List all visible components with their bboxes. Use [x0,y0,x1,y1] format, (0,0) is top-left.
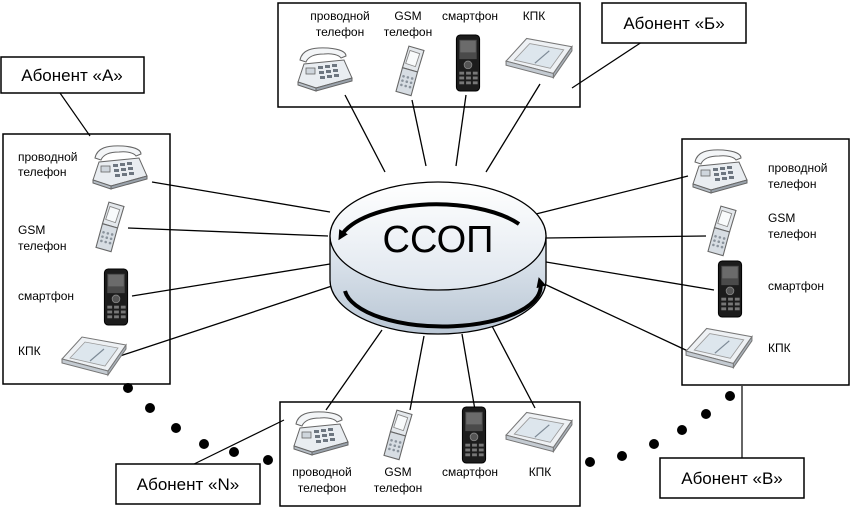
link-n-gsm [409,335,425,411]
b-smartphone-label: смартфон [442,9,498,23]
v-wired-label-1: проводной [768,161,828,175]
subscriber-box-n [279,401,581,507]
flip-phone-icon [95,201,125,253]
subscriber-box-v [681,138,850,386]
a-wired-label-1: проводной [18,150,78,164]
desk-phone-icon [297,47,353,92]
a-pda-label: КПК [18,344,41,358]
link-a-wired [151,181,331,213]
link-b-pda [485,83,541,173]
desk-phone-icon [293,411,349,456]
flip-phone-icon [383,409,413,461]
n-gsm-label-2: телефон [374,481,423,495]
pda-icon [505,411,573,453]
continuation-dots-left [123,383,273,465]
a-gsm-label-2: телефон [18,239,67,253]
link-v-wired [535,175,689,215]
v-wired-label-2: телефон [768,177,817,191]
v-smartphone-label: смартфон [768,279,824,293]
smartphone-icon [461,406,487,464]
n-wired-label-1: проводной [292,465,352,479]
smartphone-icon [455,34,481,92]
a-gsm-label-1: GSM [18,223,45,237]
callout-b-text: Абонент «Б» [623,14,724,33]
b-gsm-label-1: GSM [394,9,421,23]
callout-v-text: Абонент «В» [681,469,783,488]
b-gsm-label-2: телефон [384,25,433,39]
link-b-wired [344,94,386,173]
flip-phone-icon [707,205,737,257]
n-wired-label-2: телефон [298,481,347,495]
callout-b: Абонент «Б» [601,2,747,44]
smartphone-icon [717,260,743,318]
link-b-gsm [411,99,427,167]
subscriber-n-devices: проводной телефон GSM телефон смартфон К… [292,406,573,495]
hub-label: ССОП [383,219,494,261]
pda-icon [505,37,573,79]
v-gsm-label-2: телефон [768,227,817,241]
link-b-smartphone [455,94,467,167]
n-pda-label: КПК [529,465,552,479]
callout-a-text: Абонент «А» [21,66,123,85]
pda-icon [685,327,753,369]
a-wired-label-2: телефон [18,165,67,179]
subscriber-b-devices: проводной телефон GSM телефон смартфон К… [297,9,573,97]
subscriber-v-devices: проводной телефон GSM телефон смартфон К… [685,149,828,369]
callout-v: Абонент «В» [659,457,805,499]
desk-phone-icon [692,149,748,194]
v-pda-label: КПК [768,341,791,355]
link-v-pda [539,281,691,353]
subscriber-box-a [2,133,171,385]
callout-a: Абонент «А» [0,56,145,94]
link-n-wired [325,329,383,411]
rotation-arrow-bottom [343,277,547,329]
b-wired-label-1: проводной [310,9,370,23]
link-a-smartphone [131,263,331,297]
continuation-dots-right [585,391,735,467]
pda-icon [61,336,127,376]
smartphone-icon [103,268,129,326]
desk-phone-icon [92,145,148,190]
link-v-gsm [545,235,707,239]
connection-lines [119,83,715,411]
flip-phone-icon [395,45,425,97]
link-v-smartphone [545,261,715,291]
a-smartphone-label: смартфон [18,289,74,303]
link-a-gsm [127,227,329,237]
b-pda-label: КПК [523,9,546,23]
n-smartphone-label: смартфон [442,465,498,479]
rotation-arrow-top [338,202,521,241]
n-gsm-label-1: GSM [384,465,411,479]
subscriber-a-devices: проводной телефон GSM телефон смартфон К… [18,145,148,376]
v-gsm-label-1: GSM [768,211,795,225]
hub-disc: ССОП [329,181,547,335]
callout-n-text: Абонент «N» [137,475,239,494]
subscriber-box-b [277,2,581,108]
callout-n: Абонент «N» [115,463,261,505]
callout-pointers [59,37,743,467]
link-n-pda [491,325,536,409]
b-wired-label-2: телефон [316,25,365,39]
link-a-pda [119,283,339,357]
link-n-smartphone [461,333,476,411]
